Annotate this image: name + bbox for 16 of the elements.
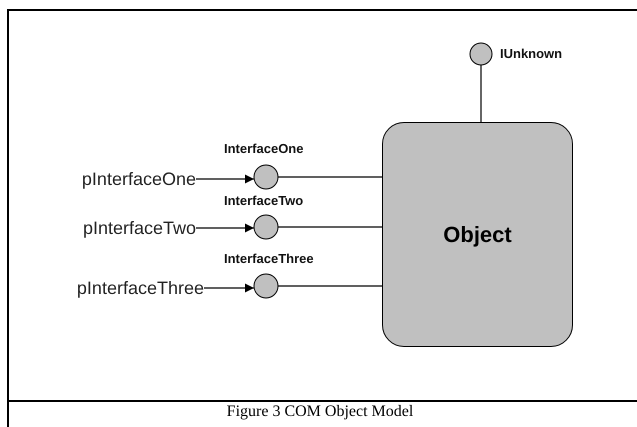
connector-line xyxy=(278,285,382,287)
connector-line xyxy=(278,226,382,228)
pointer-label: pInterfaceTwo xyxy=(82,219,196,237)
connector-line xyxy=(278,176,382,178)
interface-label: InterfaceThree xyxy=(224,252,314,265)
interface-label: InterfaceTwo xyxy=(224,194,304,207)
arrow xyxy=(204,284,254,292)
pointer-label: pInterfaceOne xyxy=(82,170,196,188)
interface-label: InterfaceOne xyxy=(224,142,304,155)
arrow xyxy=(196,224,254,232)
pointer-label: pInterfaceThree xyxy=(76,279,204,297)
object-box: Object xyxy=(382,122,573,347)
interface-label: IUnknown xyxy=(500,47,562,60)
arrow xyxy=(196,174,254,184)
connector-line xyxy=(480,65,482,122)
figure-caption: Figure 3 COM Object Model xyxy=(226,404,414,420)
